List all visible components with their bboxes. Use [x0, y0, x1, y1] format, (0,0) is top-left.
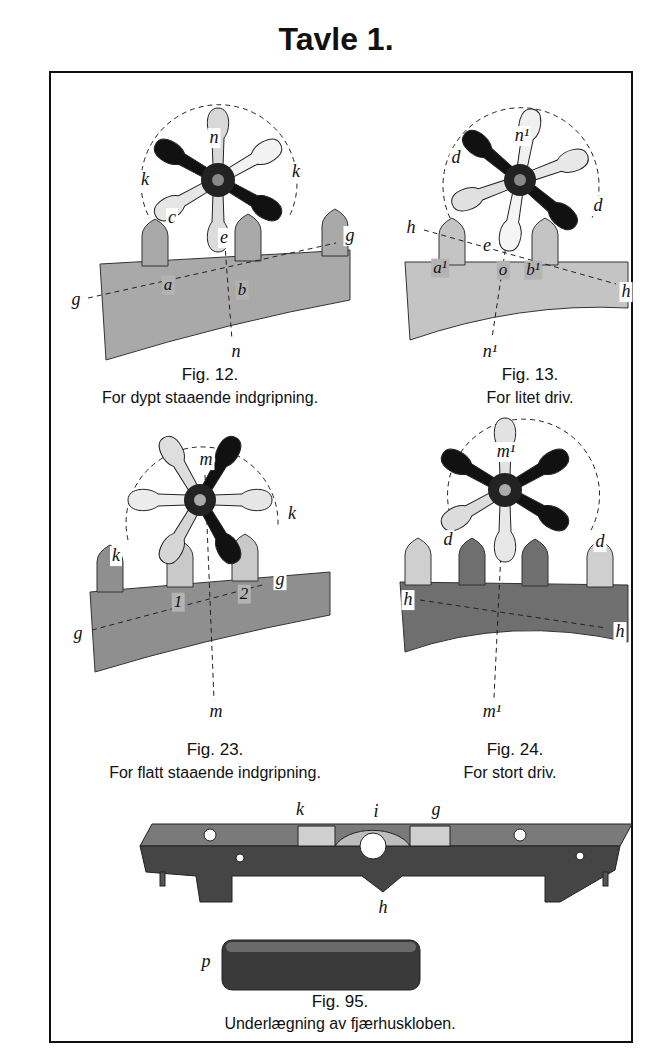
part-letter: g — [70, 290, 83, 310]
part-letter: n — [208, 128, 221, 148]
part-letter: b¹ — [524, 261, 542, 280]
part-letter: b — [236, 281, 249, 300]
fig12-dashes — [88, 105, 336, 340]
part-letter: h — [405, 218, 418, 238]
fig24-dashes — [420, 419, 606, 698]
part-letter: g — [344, 226, 357, 246]
part-letter: d — [594, 532, 607, 552]
figure-caption: For litet driv. — [487, 389, 574, 407]
figure-number: Fig. 12. — [182, 366, 239, 385]
barrel-bridge — [140, 824, 632, 902]
part-letter: n¹ — [513, 126, 531, 146]
figure-caption: For stort driv. — [463, 764, 556, 782]
part-letter: m¹ — [495, 442, 517, 462]
part-letter: n¹ — [481, 342, 499, 362]
part-letter: m¹ — [481, 702, 503, 722]
part-letter: 2 — [238, 585, 251, 604]
part-letter: p — [200, 952, 213, 972]
part-letter: g — [72, 624, 85, 644]
fig13-dashes — [424, 108, 616, 338]
figure-number: Fig. 23. — [187, 741, 244, 760]
part-letter: h — [402, 590, 415, 610]
frame — [50, 72, 632, 1042]
part-letter: a¹ — [431, 259, 449, 278]
fig13-pinion — [449, 107, 592, 253]
figure-number: Fig. 95. — [312, 993, 369, 1012]
part-letter: m — [208, 702, 225, 722]
plate-title: Tavle 1. — [278, 22, 393, 57]
part-letter: d — [592, 196, 605, 216]
fig24-pinion — [437, 418, 572, 562]
part-letter: n — [230, 342, 243, 362]
part-letter: g — [430, 800, 443, 820]
figure-caption: Underlægning av fjærhuskloben. — [224, 1015, 455, 1033]
part-letter: h — [377, 898, 390, 918]
part-letter: k — [290, 162, 302, 182]
part-letter: 1 — [172, 593, 185, 612]
figure-number: Fig. 13. — [502, 366, 559, 385]
fig12-wheel — [100, 209, 350, 360]
part-letter: h — [620, 282, 633, 302]
part-letter: k — [110, 546, 122, 566]
part-letter: e — [218, 228, 230, 248]
part-letter: d — [450, 148, 463, 168]
fig23-pinion — [128, 432, 272, 567]
part-letter: k — [139, 170, 151, 190]
figure-caption: For flatt staaende indgripning. — [109, 764, 321, 782]
part-letter: e — [481, 236, 493, 256]
part-letter: i — [371, 802, 380, 822]
part-letter: c — [166, 208, 178, 228]
part-letter: m — [198, 450, 215, 470]
part-letter: o — [497, 261, 510, 280]
shim-plate — [222, 940, 420, 990]
part-letter: g — [274, 570, 287, 590]
figure-number: Fig. 24. — [487, 741, 544, 760]
part-letter: h — [614, 622, 627, 642]
part-letter: k — [294, 800, 306, 820]
fig12-pinion — [150, 108, 285, 252]
part-letter: a — [162, 276, 175, 295]
figure-caption: For dypt staaende indgripning. — [102, 389, 318, 407]
part-letter: k — [286, 504, 298, 524]
part-letter: d — [442, 530, 455, 550]
